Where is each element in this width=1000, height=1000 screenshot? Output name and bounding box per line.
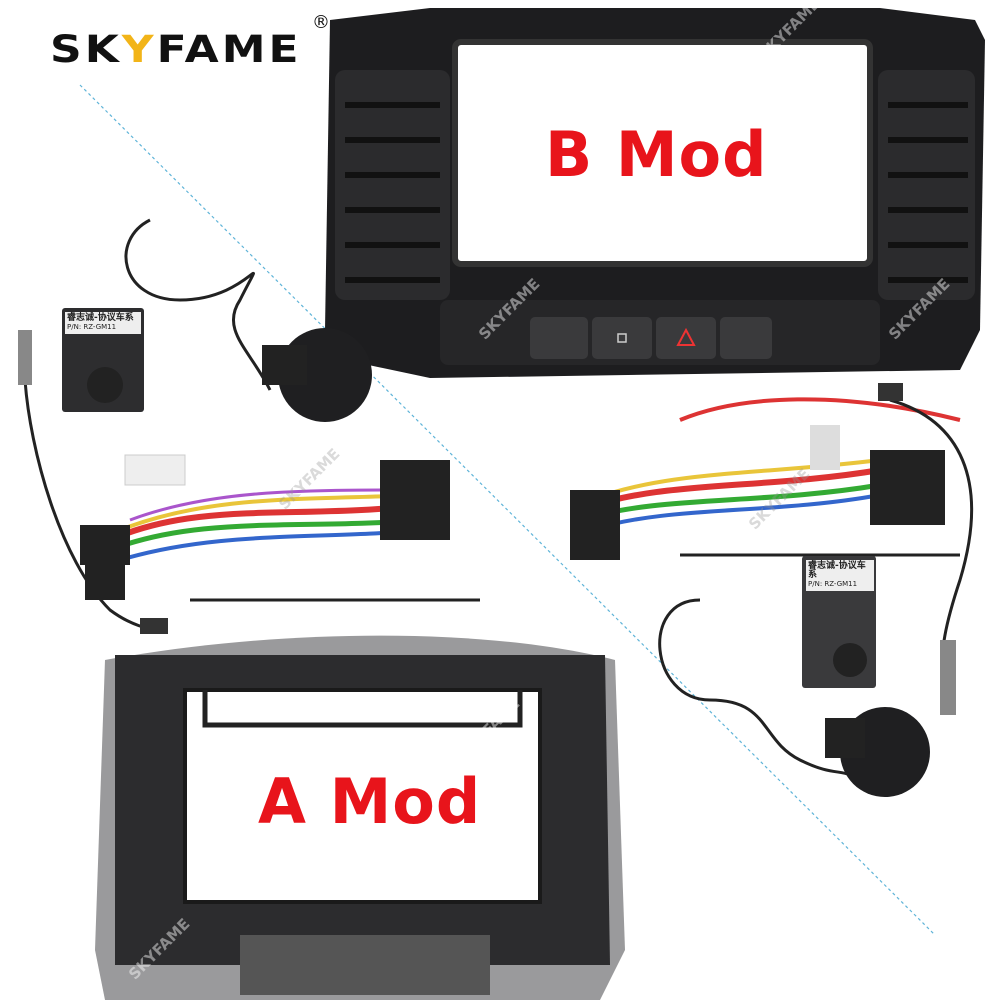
brand-logo: SKYFAME [50, 28, 302, 72]
a-mod-label: A Mod [258, 765, 482, 838]
unlock-button [592, 317, 652, 359]
a-mod-frame [95, 635, 625, 1000]
diagonal-divider [79, 84, 936, 936]
hazard-button [656, 317, 716, 359]
registered-mark: ® [312, 12, 330, 33]
left-box-speaker-grille [87, 367, 123, 403]
b-mod-label: B Mod [545, 118, 768, 191]
right-box-speaker-grille [833, 643, 867, 677]
hazard-icon [676, 327, 696, 346]
left-can-box [62, 308, 144, 412]
seat-button [720, 317, 772, 359]
left-wiring-harness [80, 454, 480, 634]
lock-button [530, 317, 588, 359]
lock-icon [617, 333, 627, 343]
b-mod-bezel [325, 8, 985, 378]
left-antenna-plug [18, 330, 32, 385]
right-wiring-harness [570, 383, 974, 715]
